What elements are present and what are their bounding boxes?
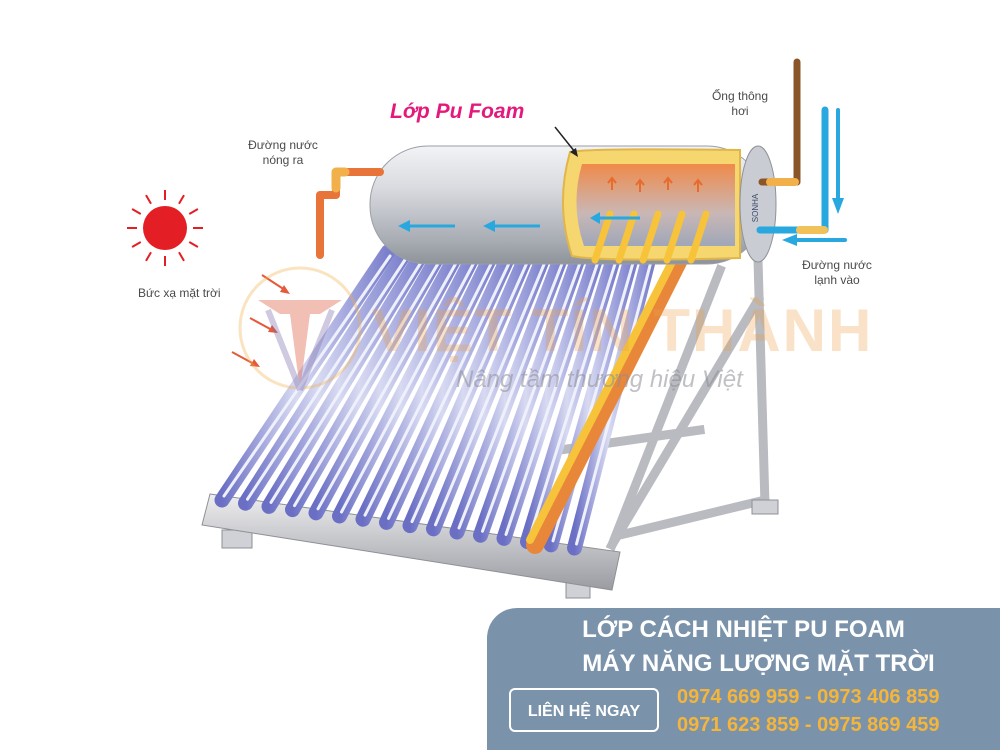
vacuum-tube-highlight: [316, 254, 462, 511]
heat-flow-arrows: [607, 176, 703, 192]
radiation-arrows: [231, 274, 290, 367]
watermark-slogan: Nâng tầm thương hiệu Việt: [456, 366, 743, 393]
vacuum-tube-highlight: [269, 254, 427, 504]
vacuum-tube-highlight: [528, 254, 619, 540]
solar-radiation-label: Bức xạ mặt trời: [138, 286, 221, 300]
banner-title-line2: MÁY NĂNG LƯỢNG MẶT TRỜI: [582, 650, 935, 677]
hot-water-outlet-label: Đường nước nóng ra: [228, 138, 338, 168]
cold-flow-arrows-in-tank: [398, 212, 640, 232]
sun-icon: [127, 190, 203, 266]
pu-foam-label: Lớp Pu Foam: [390, 100, 525, 123]
vacuum-tube-highlight: [434, 254, 549, 527]
vacuum-tube-highlight: [410, 254, 532, 524]
vacuum-tube-highlight: [481, 254, 584, 533]
heat-pipes: [591, 210, 710, 264]
sun-ray: [131, 241, 142, 248]
vacuum-tube-highlight: [363, 254, 497, 517]
vacuum-tube-highlight: [504, 254, 602, 536]
pu-foam-pointer: [554, 126, 578, 157]
phone-numbers-line2[interactable]: 0971 623 859 - 0975 869 459: [677, 714, 940, 736]
hot-water-outlet-label-line1: Đường nước: [248, 138, 318, 152]
vent-pipe-label: Ống thông hơi: [690, 89, 790, 119]
storage-tank: SONHA: [369, 145, 777, 265]
cold-water-inlet-label-line1: Đường nước: [802, 258, 872, 272]
sun-ray: [178, 251, 185, 262]
vacuum-tube-highlight: [387, 254, 514, 520]
hot-water-outlet-pipe: [316, 167, 384, 259]
phone-numbers-line1[interactable]: 0974 669 959 - 0973 406 859: [677, 686, 940, 708]
promo-banner: LỚP CÁCH NHIỆT PU FOAM MÁY NĂNG LƯỢNG MẶ…: [487, 608, 1000, 750]
vent-pipe-label-line2: hơi: [731, 104, 749, 118]
vacuum-tube-highlight: [340, 254, 479, 514]
tank-brand-text: SONHA: [751, 193, 760, 222]
contact-now-button[interactable]: LIÊN HỆ NGAY: [509, 688, 659, 732]
heated-tube: [526, 253, 687, 554]
banner-title-line1: LỚP CÁCH NHIỆT PU FOAM: [582, 616, 905, 643]
watermark-brand: VIỆT TÍN THÀNH: [372, 297, 874, 364]
vacuum-tube-highlight: [457, 254, 567, 530]
sun-ray: [131, 208, 142, 215]
vacuum-tube-highlight: [246, 254, 409, 501]
watermark-logo: [238, 266, 362, 392]
sun-ray: [145, 251, 152, 262]
cold-water-inlet-label-line2: lạnh vào: [814, 273, 860, 287]
vent-pipe-label-line1: Ống thông: [711, 89, 769, 103]
vacuum-tube-highlight: [222, 254, 392, 498]
sun-ray: [188, 208, 199, 215]
sun-ray: [188, 241, 199, 248]
cold-water-inlet-pipe: [756, 106, 847, 246]
cold-water-inlet-label: Đường nước lạnh vào: [782, 258, 892, 288]
vent-pipe: [758, 58, 801, 186]
vacuum-tube-highlight: [293, 254, 444, 508]
sun-ray: [145, 194, 152, 205]
hot-water-outlet-label-line2: nóng ra: [262, 153, 304, 167]
sun-ray: [178, 194, 185, 205]
